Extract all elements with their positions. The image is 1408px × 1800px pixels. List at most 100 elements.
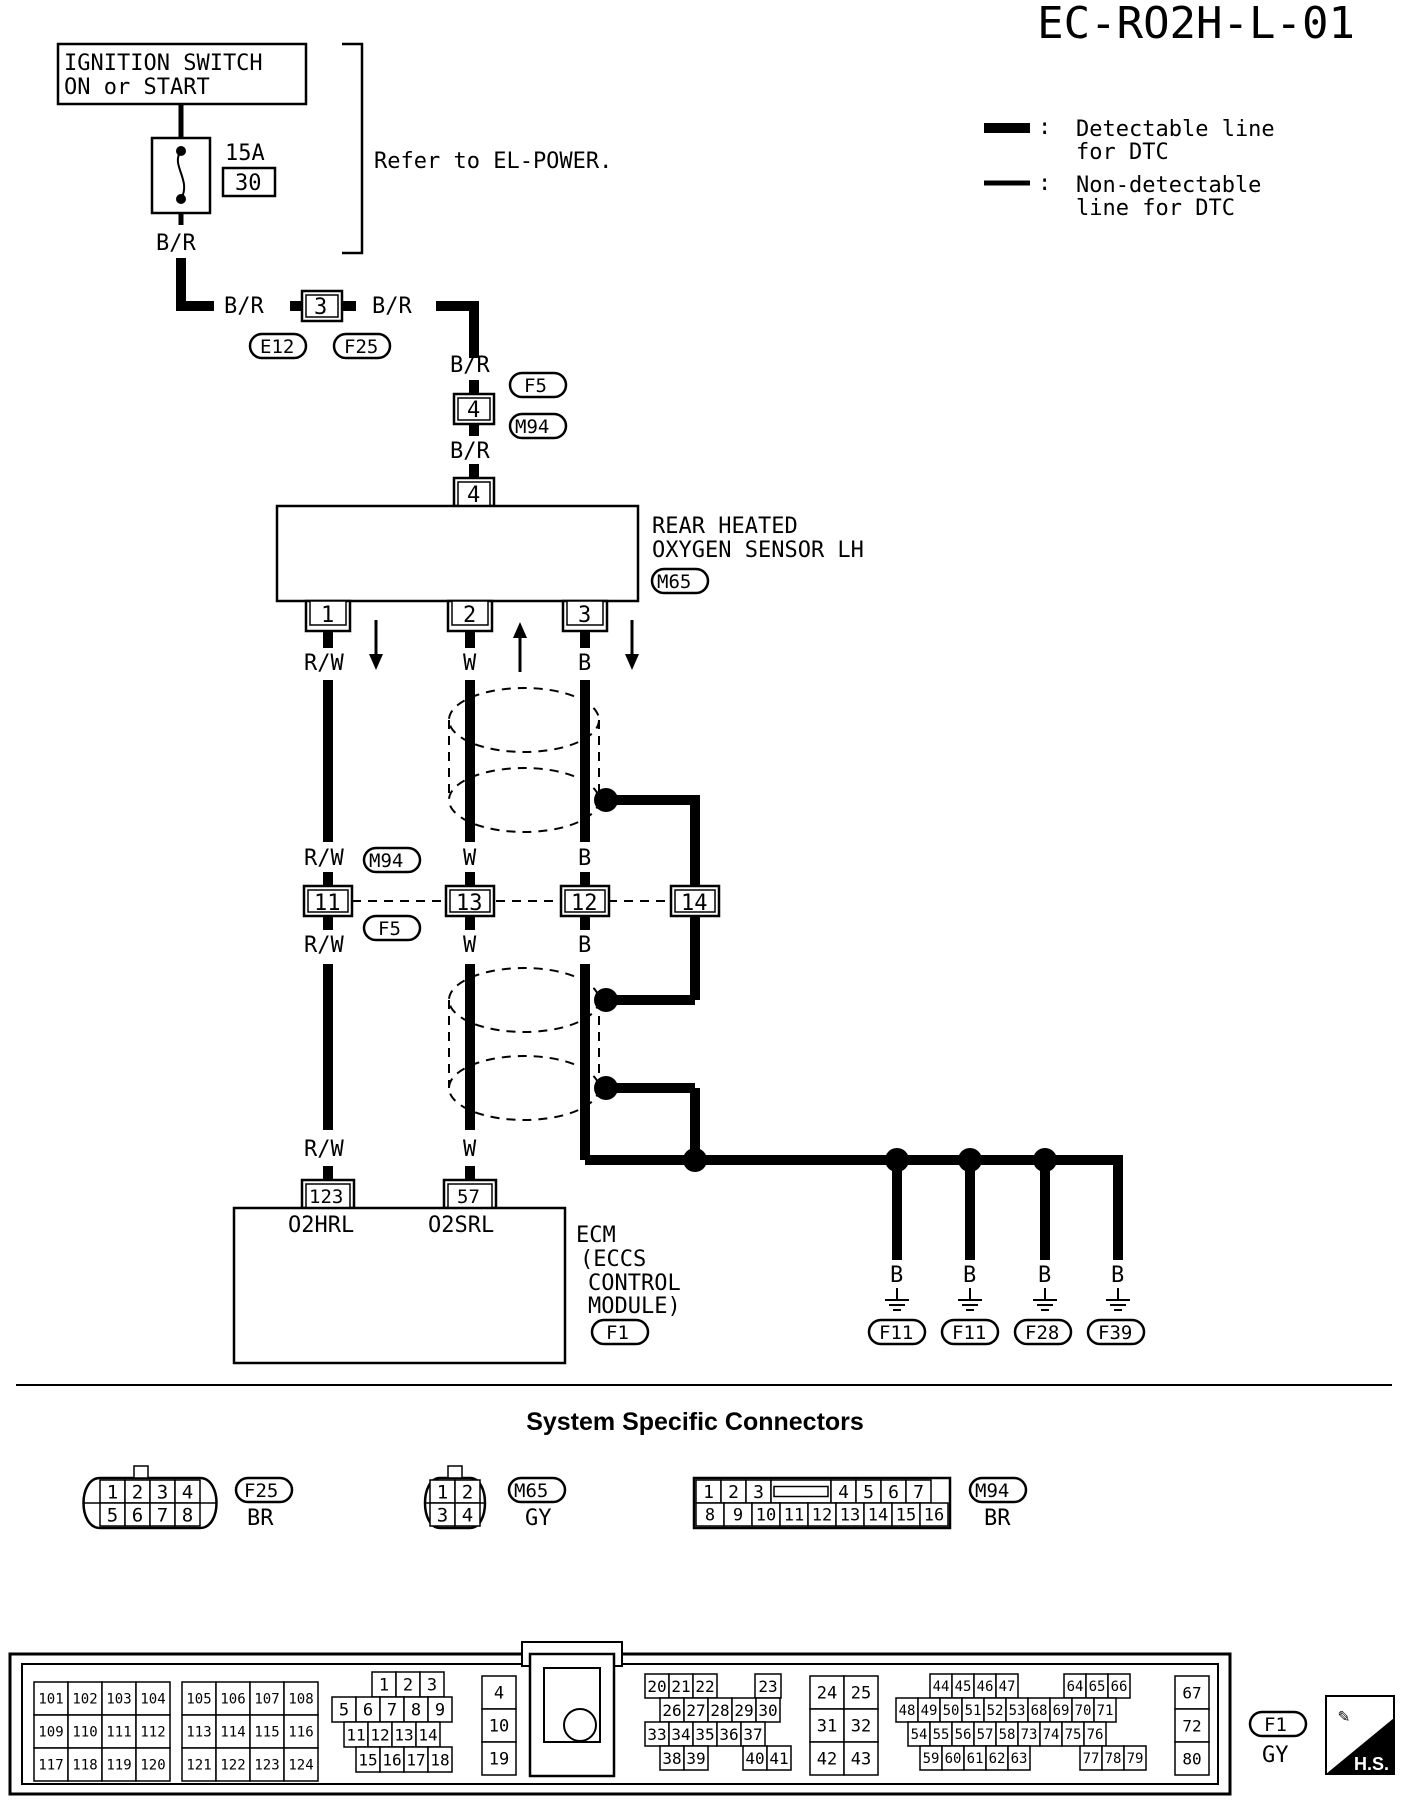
pin-cell xyxy=(919,1502,949,1527)
pin-number: 52 xyxy=(987,1703,1004,1719)
pin-number: 71 xyxy=(1097,1703,1114,1719)
ground-conn-f11-b xyxy=(940,1318,1000,1346)
pin-number: 12 xyxy=(812,1506,832,1526)
pin-number: 9 xyxy=(733,1506,743,1526)
pin-cell xyxy=(683,1697,709,1723)
fuse-rating: 15A xyxy=(225,141,265,166)
pin-number: 5 xyxy=(863,1482,874,1503)
grounds: B B B B F11 F11 xyxy=(867,1263,1146,1346)
legend-colon-1: : xyxy=(1038,115,1051,140)
ecm-label-3: CONTROL xyxy=(588,1271,681,1296)
connector-m94-label: M94 xyxy=(515,416,549,438)
m94-face-id: M94 xyxy=(975,1480,1009,1502)
pin-number: 34 xyxy=(671,1725,690,1744)
pin-number: 51 xyxy=(965,1703,982,1719)
wire-label-b-1: B xyxy=(578,651,591,676)
pin-slot xyxy=(773,1485,829,1498)
pin-number: 6 xyxy=(132,1504,143,1526)
ground-symbol-1 xyxy=(885,1288,909,1311)
pin-4-b: 4 xyxy=(467,483,480,508)
pin-number: 8 xyxy=(182,1504,193,1526)
pin-number: 53 xyxy=(1009,1703,1026,1719)
pin-number: 45 xyxy=(955,1679,972,1695)
pin-3: 3 xyxy=(314,295,327,320)
pin-number: 55 xyxy=(933,1727,950,1743)
pin-number: 2 xyxy=(462,1481,473,1503)
ignition-label-2: ON or START xyxy=(64,75,210,100)
ground-bus xyxy=(585,1155,1123,1260)
signal-arrows xyxy=(369,620,639,672)
pin-number: 16 xyxy=(924,1506,944,1526)
pin-number: 35 xyxy=(695,1725,714,1744)
pin-number: 66 xyxy=(1111,1679,1128,1695)
fuse-number: 30 xyxy=(235,171,262,196)
pin-number: 3 xyxy=(753,1482,764,1503)
pin-number: 113 xyxy=(186,1725,211,1741)
pin-number: 23 xyxy=(758,1677,777,1696)
pin-number: 15 xyxy=(358,1750,377,1769)
legend-nondetectable-2: line for DTC xyxy=(1076,196,1235,221)
pin-number: 58 xyxy=(999,1727,1016,1743)
sensor-pins: 1 2 3 xyxy=(304,599,609,633)
pin-number: 102 xyxy=(72,1692,97,1708)
pin-number: 12 xyxy=(370,1725,389,1744)
pin-number: 124 xyxy=(288,1758,313,1774)
pin-cell xyxy=(1007,1745,1031,1771)
pin-2: 2 xyxy=(463,603,476,628)
pin-number: 112 xyxy=(140,1725,165,1741)
pin-number: 8 xyxy=(411,1701,421,1721)
pin-number: 15 xyxy=(896,1506,916,1526)
pin-number: 109 xyxy=(38,1725,63,1741)
pin-cell xyxy=(415,1721,441,1748)
ecm-face-id-oval xyxy=(1248,1710,1308,1738)
pin-number: 110 xyxy=(72,1725,97,1741)
connector-f5-mid-label: F5 xyxy=(378,918,401,940)
pin-number: 40 xyxy=(745,1749,764,1768)
pin-number: 41 xyxy=(769,1749,788,1768)
pin-cell xyxy=(419,1671,445,1698)
pin-number: 114 xyxy=(220,1725,245,1741)
pin-cell xyxy=(181,1714,217,1749)
pin-number: 118 xyxy=(72,1758,97,1774)
pin-cell xyxy=(215,1681,251,1716)
pin-number: 119 xyxy=(106,1758,131,1774)
wire-br-fuse xyxy=(176,258,214,311)
wire-label-br-2: B/R xyxy=(224,294,264,319)
pin-number: 19 xyxy=(489,1750,509,1770)
legend-detectable-1: Detectable line xyxy=(1076,117,1275,142)
pin-cell xyxy=(1174,1741,1210,1776)
pin-number: 18 xyxy=(430,1750,449,1769)
pin-cell xyxy=(683,1745,709,1771)
pin-cell xyxy=(174,1502,201,1527)
pin-number: 36 xyxy=(719,1725,738,1744)
pin-number: 47 xyxy=(999,1679,1016,1695)
ecm-face-color: GY xyxy=(1262,1743,1289,1768)
pin-number: 72 xyxy=(1182,1716,1201,1735)
wire-label-w-3: W xyxy=(463,933,477,958)
pin-13: 13 xyxy=(456,891,483,916)
pin-number: 67 xyxy=(1182,1683,1201,1702)
ground-conn-f11-b-label: F11 xyxy=(952,1322,986,1344)
ground-wire-label-2: B xyxy=(963,1263,976,1288)
pin-number: 17 xyxy=(406,1750,425,1769)
pin-number: 111 xyxy=(106,1725,131,1741)
connector-f25-label: F25 xyxy=(344,336,378,358)
pin-cell xyxy=(101,1747,137,1782)
ground-symbol-4 xyxy=(1106,1288,1130,1311)
pin-number: 73 xyxy=(1021,1727,1038,1743)
pin-cell xyxy=(843,1708,879,1743)
ground-conn-f39 xyxy=(1086,1318,1146,1346)
pin-cell xyxy=(1174,1708,1210,1743)
pin-number: 7 xyxy=(913,1482,924,1503)
pin-4-a: 4 xyxy=(467,398,480,423)
pin-cell xyxy=(283,1747,319,1782)
pin-number: 32 xyxy=(851,1717,871,1737)
pin-cell xyxy=(716,1721,742,1747)
f25-face-color: BR xyxy=(247,1506,274,1531)
ignition-label-1: IGNITION SWITCH xyxy=(64,51,263,76)
connector-f1 xyxy=(590,1318,650,1346)
pin-number: 1 xyxy=(703,1482,714,1503)
pin-number: 59 xyxy=(923,1751,940,1767)
system-connectors-heading: System Specific Connectors xyxy=(526,1408,864,1436)
